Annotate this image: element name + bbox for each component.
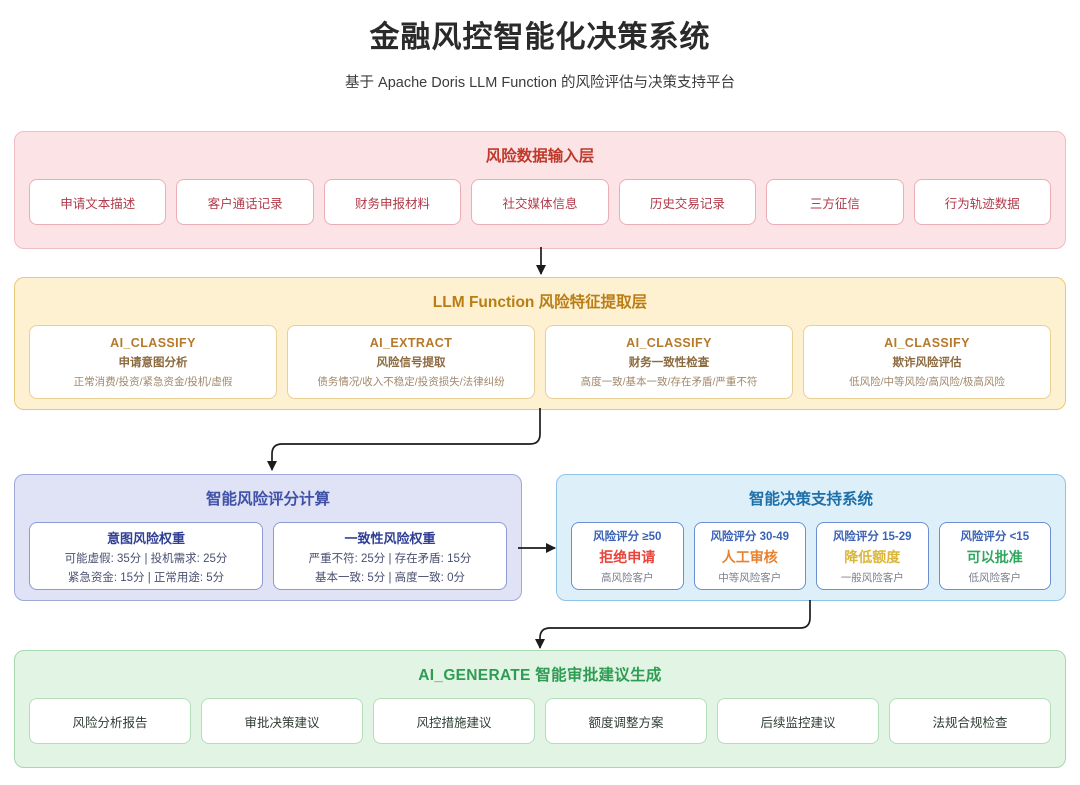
llm-function-options: 正常消费/投资/紧急资金/投机/虚假	[73, 375, 233, 388]
decision-action: 降低额度	[844, 548, 901, 565]
llm-function-desc: 财务一致性检查	[628, 356, 710, 369]
input-item[interactable]: 三方征信	[766, 179, 904, 225]
weight-card-title: 意图风险权重	[106, 530, 185, 546]
decision-score-range: 风险评分 30-49	[710, 530, 790, 543]
input-item[interactable]: 历史交易记录	[618, 179, 757, 225]
llm-function-name: AI_EXTRACT	[369, 335, 453, 350]
llm-function-options: 债务情况/收入不稳定/投资损失/法律纠纷	[317, 375, 505, 388]
input-item[interactable]: 申请文本描述	[29, 179, 167, 225]
generate-item[interactable]: 后续监控建议	[717, 698, 879, 744]
llm-function-name: AI_CLASSIFY	[884, 335, 970, 350]
ai-generate-layer: AI_GENERATE 智能审批建议生成 风险分析报告 审批决策建议 风控措施建…	[14, 650, 1066, 768]
decision-note: 高风险客户	[601, 571, 654, 584]
input-item[interactable]: 财务申报材料	[323, 179, 462, 225]
weight-card[interactable]: 一致性风险权重 严重不符: 25分 | 存在矛盾: 15分 基本一致: 5分 |…	[273, 522, 507, 590]
weight-card-line: 紧急资金: 15分 | 正常用途: 5分	[67, 571, 225, 584]
decision-action: 拒绝申请	[599, 548, 656, 565]
input-layer-items: 申请文本描述 客户通话记录 财务申报材料 社交媒体信息 历史交易记录 三方征信 …	[29, 179, 1051, 225]
llm-function-card[interactable]: AI_CLASSIFY 申请意图分析 正常消费/投资/紧急资金/投机/虚假	[29, 325, 277, 399]
connector-decision-to-generate-arrow-icon	[534, 600, 811, 650]
input-item[interactable]: 行为轨迹数据	[913, 179, 1051, 225]
decision-note: 低风险客户	[968, 571, 1022, 584]
generate-item[interactable]: 风险分析报告	[29, 698, 191, 744]
llm-function-card[interactable]: AI_EXTRACT 风险信号提取 债务情况/收入不稳定/投资损失/法律纠纷	[287, 325, 535, 399]
risk-data-input-layer: 风险数据输入层 申请文本描述 客户通话记录 财务申报材料 社交媒体信息 历史交易…	[14, 131, 1066, 249]
llm-function-options: 低风险/中等风险/高风险/极高风险	[849, 375, 1005, 388]
weight-card-line: 严重不符: 25分 | 存在矛盾: 15分	[308, 552, 472, 565]
llm-function-desc: 风险信号提取	[376, 356, 446, 369]
decision-action: 人工审核	[721, 548, 778, 565]
llm-function-card[interactable]: AI_CLASSIFY 欺诈风险评估 低风险/中等风险/高风险/极高风险	[803, 325, 1051, 399]
decision-support-layer: 智能决策支持系统 风险评分 ≥50 拒绝申请 高风险客户 风险评分 30-49 …	[556, 474, 1066, 601]
input-item[interactable]: 社交媒体信息	[471, 179, 609, 225]
decision-score-range: 风险评分 ≥50	[593, 530, 662, 543]
page-subtitle: 基于 Apache Doris LLM Function 的风险评估与决策支持平…	[345, 74, 735, 91]
generate-item[interactable]: 风控措施建议	[373, 698, 535, 744]
weight-card-title: 一致性风险权重	[344, 530, 436, 546]
decision-card[interactable]: 风险评分 15-29 降低额度 一般风险客户	[816, 522, 929, 590]
llm-layer-items: AI_CLASSIFY 申请意图分析 正常消费/投资/紧急资金/投机/虚假 AI…	[29, 325, 1051, 399]
decision-note: 一般风险客户	[840, 571, 904, 584]
decision-action: 可以批准	[966, 548, 1023, 565]
generate-layer-title: AI_GENERATE 智能审批建议生成	[418, 667, 662, 684]
connector-llm-to-score-arrow-icon	[266, 408, 541, 472]
input-layer-title: 风险数据输入层	[485, 148, 595, 165]
llm-function-name: AI_CLASSIFY	[110, 335, 196, 350]
decision-card[interactable]: 风险评分 30-49 人工审核 中等风险客户	[693, 522, 806, 590]
llm-layer-title: LLM Function 风险特征提取层	[432, 294, 648, 311]
generate-item[interactable]: 额度调整方案	[545, 698, 707, 744]
decision-card[interactable]: 风险评分 <15 可以批准 低风险客户	[938, 522, 1051, 590]
decision-layer-title: 智能决策支持系统	[748, 491, 873, 508]
page-title: 金融风控智能化决策系统	[369, 21, 711, 54]
score-layer-title: 智能风险评分计算	[205, 491, 330, 508]
weight-card[interactable]: 意图风险权重 可能虚假: 35分 | 投机需求: 25分 紧急资金: 15分 |…	[29, 522, 263, 590]
llm-function-card[interactable]: AI_CLASSIFY 财务一致性检查 高度一致/基本一致/存在矛盾/严重不符	[545, 325, 793, 399]
decision-score-range: 风险评分 <15	[960, 530, 1030, 543]
decision-layer-items: 风险评分 ≥50 拒绝申请 高风险客户 风险评分 30-49 人工审核 中等风险…	[571, 522, 1051, 590]
llm-function-options: 高度一致/基本一致/存在矛盾/严重不符	[580, 375, 758, 388]
score-layer-items: 意图风险权重 可能虚假: 35分 | 投机需求: 25分 紧急资金: 15分 |…	[29, 522, 507, 590]
llm-function-name: AI_CLASSIFY	[626, 335, 712, 350]
decision-note: 中等风险客户	[718, 571, 782, 584]
decision-score-range: 风险评分 15-29	[832, 530, 912, 543]
risk-scoring-layer: 智能风险评分计算 意图风险权重 可能虚假: 35分 | 投机需求: 25分 紧急…	[14, 474, 522, 601]
generate-item[interactable]: 审批决策建议	[201, 698, 363, 744]
page-header: 金融风控智能化决策系统 基于 Apache Doris LLM Function…	[14, 0, 1066, 92]
decision-card[interactable]: 风险评分 ≥50 拒绝申请 高风险客户	[571, 522, 684, 590]
weight-card-line: 可能虚假: 35分 | 投机需求: 25分	[64, 552, 228, 565]
input-item[interactable]: 客户通话记录	[176, 179, 314, 225]
llm-function-desc: 欺诈风险评估	[892, 356, 962, 369]
llm-function-layer: LLM Function 风险特征提取层 AI_CLASSIFY 申请意图分析 …	[14, 277, 1066, 410]
llm-function-desc: 申请意图分析	[118, 356, 188, 369]
generate-item[interactable]: 法规合规检查	[889, 698, 1051, 744]
generate-layer-items: 风险分析报告 审批决策建议 风控措施建议 额度调整方案 后续监控建议 法规合规检…	[29, 698, 1051, 744]
weight-card-line: 基本一致: 5分 | 高度一致: 0分	[315, 571, 465, 584]
